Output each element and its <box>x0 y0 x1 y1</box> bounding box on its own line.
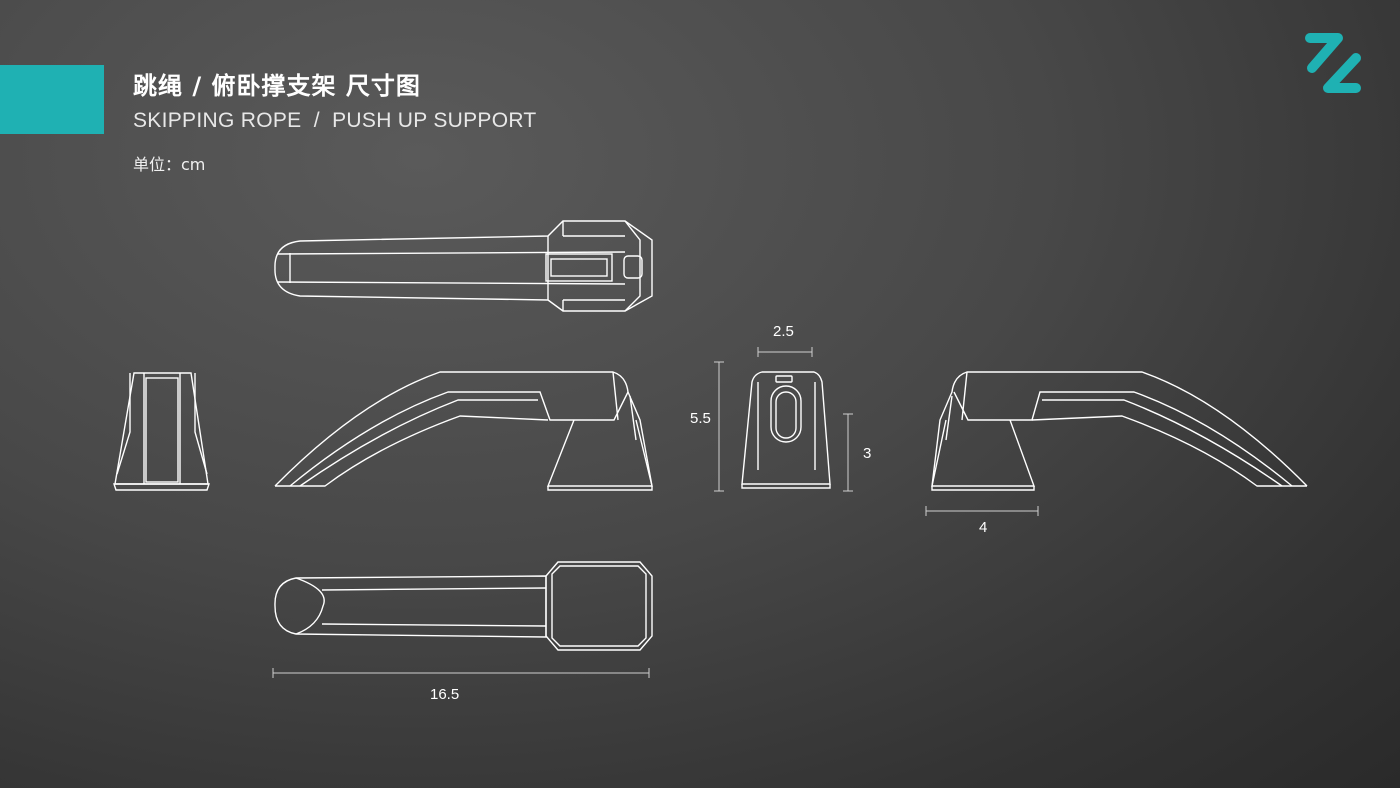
handle-side-view-left <box>274 371 653 491</box>
brand-z-logo-icon <box>1305 33 1361 93</box>
unit-label: 单位：cm <box>133 155 206 174</box>
dim-length: 16.5 <box>430 686 459 703</box>
handle-side-view-right <box>931 371 1308 491</box>
accent-block <box>0 65 104 134</box>
dim-line-height-total <box>714 361 724 492</box>
dim-height-total: 5.5 <box>690 410 711 427</box>
dim-line-height-base <box>843 413 853 492</box>
page-title: 跳绳 / 俯卧撑支架 尺寸图 <box>133 72 421 100</box>
dim-width-top: 2.5 <box>773 323 794 340</box>
dim-line-length <box>272 668 650 678</box>
handle-bottom-view <box>274 561 653 651</box>
dim-base-depth: 4 <box>979 519 987 536</box>
dim-line-width-top <box>757 347 813 357</box>
dim-height-base: 3 <box>863 445 871 462</box>
handle-front-view <box>113 372 210 491</box>
page-subtitle: SKIPPING ROPE / PUSH UP SUPPORT <box>133 109 537 132</box>
handle-end-view <box>741 371 831 489</box>
handle-top-view <box>274 220 653 312</box>
dim-line-base-depth <box>925 506 1039 516</box>
